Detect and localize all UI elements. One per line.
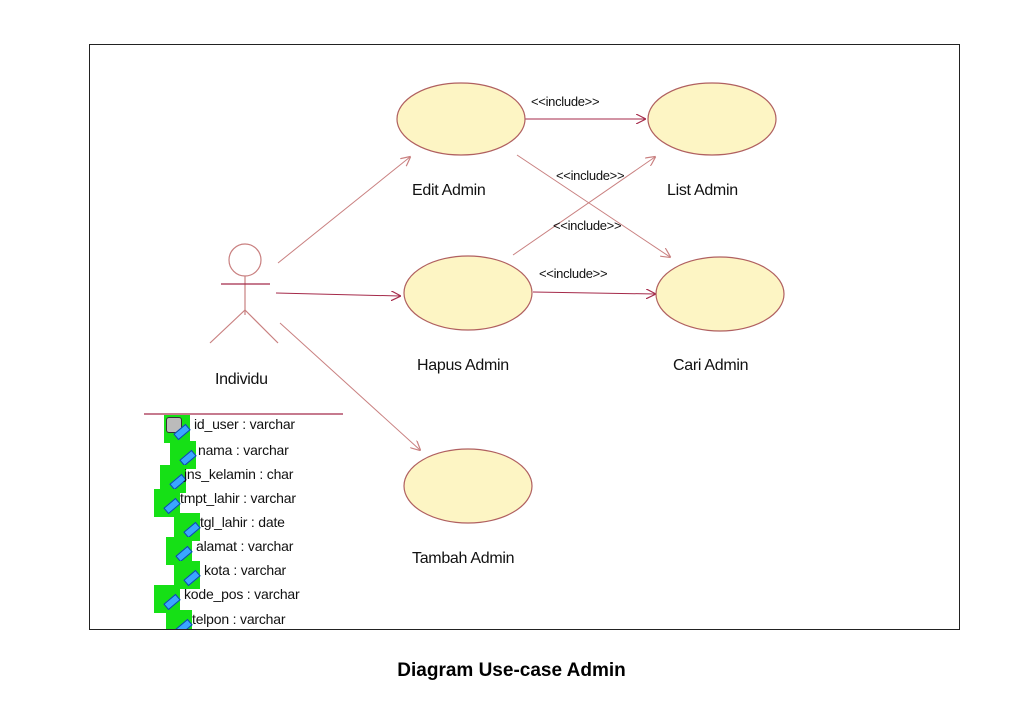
- include-label-4: <<include>>: [539, 266, 608, 281]
- diagram-canvas: [144, 82, 785, 524]
- pencil-icon: [166, 610, 193, 629]
- pencil-icon: [174, 561, 201, 589]
- pencil-icon: [154, 585, 181, 613]
- use-case-tambah-admin: [403, 448, 533, 524]
- lock-icon: [164, 415, 191, 443]
- label-edit-admin: Edit Admin: [412, 182, 486, 199]
- pencil-icon: [174, 513, 201, 541]
- use-case-edit-admin: [396, 82, 526, 156]
- include-label-1: <<include>>: [531, 94, 600, 109]
- include-edit-cari-line: [516, 154, 670, 257]
- actor-right-leg: [244, 309, 279, 344]
- label-tambah-admin: Tambah Admin: [412, 550, 515, 567]
- actor-figure: [209, 243, 279, 344]
- use-case-hapus-admin: [403, 255, 533, 331]
- assoc-hapus-line: [275, 293, 400, 296]
- pencil-icon: [160, 465, 187, 493]
- pencil-icon: [154, 489, 181, 517]
- include-hapus-cari-line: [532, 292, 655, 294]
- use-case-cari-admin: [655, 256, 785, 332]
- pencil-icon: [170, 441, 197, 469]
- include-hapus-list-line: [512, 157, 655, 256]
- include-label-3: <<include>>: [553, 218, 622, 233]
- use-case-list-admin: [647, 82, 777, 156]
- label-cari-admin: Cari Admin: [673, 357, 749, 374]
- actor-left-leg: [209, 309, 246, 344]
- assoc-tambah-line: [279, 322, 420, 450]
- use-case-diagram: Edit Admin List Admin Hapus Admin Cari A…: [89, 44, 960, 630]
- include-label-2: <<include>>: [556, 168, 625, 183]
- pencil-icon: [166, 537, 193, 565]
- actor-head: [228, 243, 262, 277]
- label-hapus-admin: Hapus Admin: [417, 357, 509, 374]
- figure-caption: Diagram Use-case Admin: [397, 660, 626, 681]
- actor-label: Individu: [215, 371, 268, 388]
- label-list-admin: List Admin: [667, 182, 738, 199]
- assoc-edit-line: [277, 157, 410, 264]
